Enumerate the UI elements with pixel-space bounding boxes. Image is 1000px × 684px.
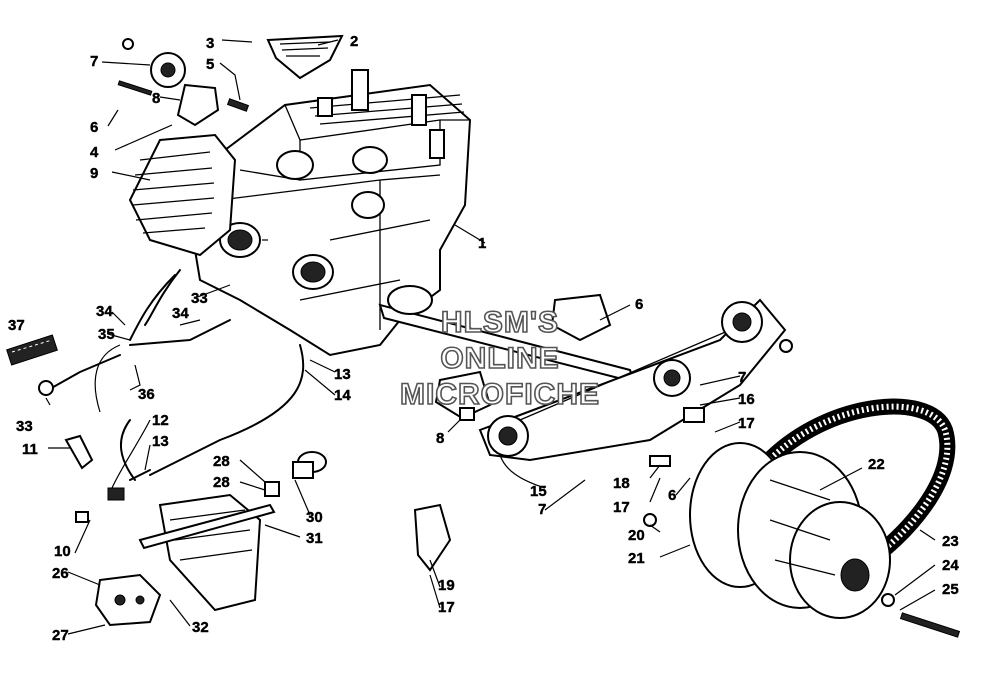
callout-11: 11	[22, 441, 38, 458]
callout-22: 22	[868, 456, 885, 473]
callout-17-middle: 17	[613, 499, 630, 516]
watermark-line-1: HLSM'S	[441, 306, 559, 339]
sprocket-middle	[653, 359, 691, 397]
callout-28-upper: 28	[213, 453, 230, 470]
callout-19: 19	[438, 577, 455, 594]
callout-27: 27	[52, 627, 69, 644]
drive-sprocket-top	[150, 52, 186, 88]
callout-12: 12	[152, 412, 169, 429]
clip-16	[683, 407, 705, 423]
washer-7-top	[122, 38, 134, 50]
bracket-top	[176, 83, 220, 127]
spacer-28	[264, 481, 280, 497]
callout-16: 16	[738, 391, 755, 408]
washer-24	[881, 593, 895, 607]
bolt-18	[649, 455, 671, 467]
callout-14: 14	[334, 387, 351, 404]
callout-6-right: 6	[635, 296, 643, 313]
callout-10: 10	[54, 543, 71, 560]
callout-4: 4	[90, 144, 99, 161]
screw-6-top	[117, 80, 153, 96]
callout-9: 9	[90, 165, 98, 182]
callout-1: 1	[478, 235, 486, 252]
callout-26: 26	[52, 565, 69, 582]
intake-boot	[266, 34, 344, 80]
fuel-pump-bracket	[138, 493, 276, 612]
callout-5: 5	[206, 56, 214, 73]
watermark-line-2: ONLINE	[440, 342, 559, 375]
cap-30	[292, 451, 327, 479]
callout-32: 32	[192, 619, 209, 636]
callout-31: 31	[306, 530, 323, 547]
drive-belt	[753, 398, 956, 567]
callout-23: 23	[942, 533, 959, 550]
bracket-19	[413, 503, 452, 572]
clamp-11	[64, 434, 94, 470]
nut-10	[75, 511, 89, 523]
fuel-pump	[94, 573, 162, 627]
callout-8-top: 8	[152, 90, 160, 107]
callout-18: 18	[613, 475, 630, 492]
callout-2: 2	[350, 33, 358, 50]
callout-25: 25	[942, 581, 959, 598]
watermark-line-3: MICROFICHE	[400, 378, 600, 411]
callout-24: 24	[942, 557, 959, 574]
drive-clutch	[689, 442, 891, 619]
sprocket-lower	[487, 415, 529, 457]
sprocket-upper	[721, 301, 763, 343]
callout-35: 35	[98, 326, 115, 343]
gasket-8-upper	[550, 293, 612, 342]
bolt-25	[899, 612, 961, 638]
callout-17-lower: 17	[438, 599, 455, 616]
callout-34-right: 34	[172, 305, 189, 322]
washer-20	[643, 513, 657, 527]
watermark: HLSM'S ONLINE MICROFICHE	[399, 305, 600, 412]
gasket-8-lower	[434, 370, 492, 420]
fuel-hoses	[47, 269, 305, 481]
bolt-top	[226, 98, 250, 112]
callout-6-lower: 6	[668, 487, 676, 504]
callout-15: 15	[530, 483, 547, 500]
callout-labels: 1 2 3 4 5 6 6 6 7 7 7 8 8 9 10 11 12 13 …	[8, 33, 960, 644]
callout-8-lower: 8	[436, 430, 444, 447]
leader-lines	[45, 39, 936, 635]
callout-7-lower: 7	[538, 501, 546, 518]
callout-28-lower: 28	[213, 474, 230, 491]
callout-33-lower: 33	[16, 418, 33, 435]
callout-13-right: 13	[334, 366, 351, 383]
recoil-starter-housing	[128, 133, 237, 257]
callout-3: 3	[206, 35, 214, 52]
callout-33-upper: 33	[191, 290, 208, 307]
callout-7-right: 7	[738, 369, 746, 386]
callout-6-top: 6	[90, 119, 98, 136]
callout-36: 36	[138, 386, 155, 403]
callout-20: 20	[628, 527, 645, 544]
callout-13-left: 13	[152, 433, 169, 450]
engine-block	[188, 69, 636, 384]
callout-30: 30	[306, 509, 323, 526]
nut-8	[459, 407, 475, 421]
callout-17-right: 17	[738, 415, 755, 432]
callout-7-top: 7	[90, 53, 98, 70]
callout-37: 37	[8, 317, 25, 334]
nut-7-right	[779, 339, 793, 353]
fitting-12	[107, 487, 125, 501]
spring-37	[6, 334, 58, 366]
filter-33	[38, 380, 54, 396]
callout-21: 21	[628, 550, 645, 567]
callout-34-left: 34	[96, 303, 113, 320]
